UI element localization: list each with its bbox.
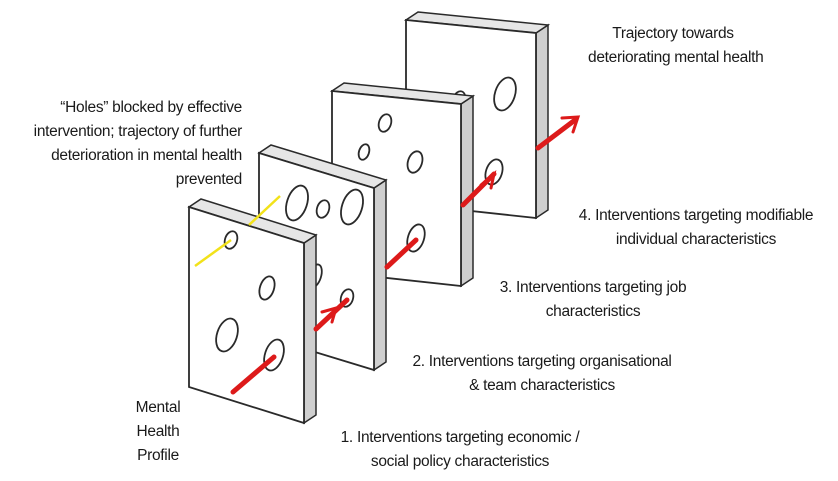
panel-2-side bbox=[373, 178, 387, 372]
intervention-3-label: 3. Interventions targeting job character… bbox=[478, 276, 708, 324]
hole bbox=[285, 184, 309, 222]
hole bbox=[215, 317, 239, 353]
trajectory-label-line-2: deteriorating mental health bbox=[588, 49, 764, 66]
intervention-1-line-2: social policy characteristics bbox=[370, 453, 550, 470]
intervention-3-line-2: characteristics bbox=[545, 303, 641, 320]
mental-health-profile-line-1: Mental bbox=[135, 399, 181, 416]
intervention-2-line-2: & team characteristics bbox=[469, 377, 615, 394]
intervention-2-line-1: 2. Interventions targeting organisationa… bbox=[412, 353, 672, 370]
trajectory-segment-5 bbox=[535, 117, 578, 151]
mental-health-profile-line-3: Profile bbox=[137, 447, 179, 464]
trajectory-segment-3 bbox=[384, 237, 419, 270]
holes-blocked-line-1: “Holes” blocked by effective bbox=[60, 99, 242, 116]
panel-3-side bbox=[460, 94, 474, 288]
mental-health-profile-line-2: Health bbox=[136, 423, 180, 440]
blocked-line-between bbox=[248, 195, 281, 226]
intervention-1-line-1: 1. Interventions targeting economic / bbox=[340, 429, 580, 446]
hole bbox=[340, 188, 364, 226]
arrowhead-2 bbox=[479, 170, 497, 190]
holes-blocked-line-4: prevented bbox=[175, 171, 243, 188]
arrowheads bbox=[320, 115, 581, 324]
hole bbox=[357, 143, 371, 161]
intervention-4-line-2: individual characteristics bbox=[615, 231, 777, 248]
holes-blocked-line-2: intervention; trajectory of further bbox=[33, 123, 243, 140]
hole bbox=[315, 199, 331, 219]
panel-1-face bbox=[188, 205, 305, 425]
trajectory-segment-2 bbox=[313, 297, 350, 332]
intervention-4-label: 4. Interventions targeting modifiable in… bbox=[562, 204, 830, 252]
arrowhead-3 bbox=[560, 115, 581, 134]
intervention-1-label: 1. Interventions targeting economic / so… bbox=[320, 426, 600, 474]
trajectory-label-line-1: Trajectory towards bbox=[612, 25, 734, 42]
trajectory-label: Trajectory towards deteriorating mental … bbox=[588, 22, 764, 70]
hole bbox=[258, 275, 276, 301]
holes-blocked-line-3: deterioration in mental health bbox=[51, 147, 242, 164]
hole bbox=[377, 113, 393, 133]
mental-health-profile-label: Mental Health Profile bbox=[118, 396, 198, 468]
intervention-4-line-1: 4. Interventions targeting modifiable bbox=[578, 207, 814, 224]
hole bbox=[406, 150, 424, 174]
hole bbox=[493, 76, 517, 112]
holes-blocked-label: “Holes” blocked by effective interventio… bbox=[6, 96, 243, 192]
panel-1 bbox=[187, 198, 318, 425]
trajectory-segment-1 bbox=[230, 354, 277, 395]
blocked-line-front bbox=[194, 238, 232, 268]
intervention-3-line-1: 3. Interventions targeting job bbox=[499, 279, 687, 296]
arrowhead-1 bbox=[320, 305, 339, 324]
panel-4-side bbox=[535, 23, 549, 220]
intervention-2-label: 2. Interventions targeting organisationa… bbox=[392, 350, 692, 398]
blocked-trajectory-line bbox=[194, 195, 281, 268]
